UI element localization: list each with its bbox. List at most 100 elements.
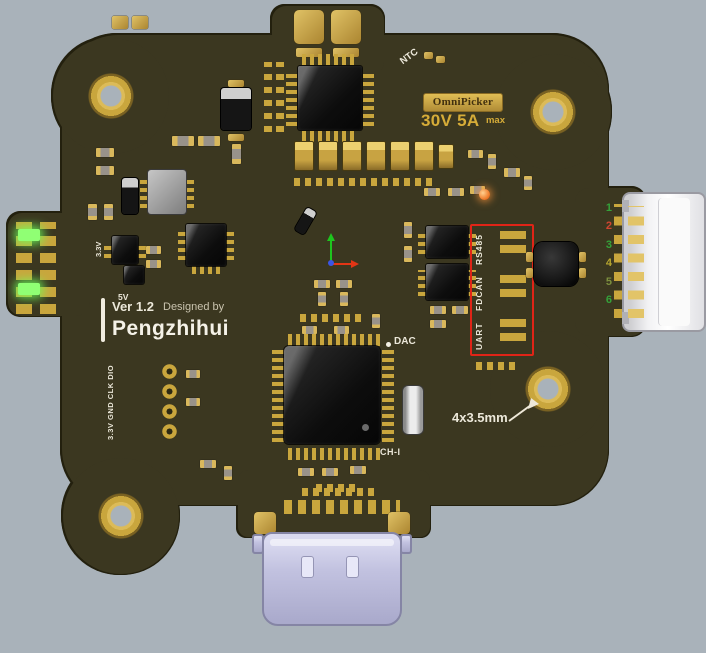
resistor [504, 168, 520, 177]
debug-pad-3v3 [162, 364, 177, 379]
rs485-pads [500, 231, 526, 253]
status-led-green-2 [18, 283, 40, 295]
rating-max-label: max [485, 115, 505, 126]
resistor [232, 144, 241, 164]
omnipicker-badge: OmniPicker [423, 93, 503, 112]
mcu-pins-right [382, 350, 394, 442]
mount-hole-top-left [87, 72, 135, 120]
resistor [322, 468, 338, 476]
inductor-pad [579, 268, 586, 278]
version-label: Ver 1.2 [112, 299, 154, 314]
transceiver2-pins-right [468, 270, 476, 296]
pin-number-3: 3 [605, 239, 612, 251]
tantalum-cap-5 [390, 141, 410, 171]
resistor [314, 280, 330, 288]
regulator-pins-right [186, 176, 194, 208]
pin-number-1: 1 [605, 202, 612, 214]
resistor [88, 204, 97, 220]
transceiver2-pins-left [418, 270, 426, 296]
usb-shell-highlight [270, 539, 394, 546]
inductor-pad [526, 268, 533, 278]
debug-pad-dio [162, 424, 177, 439]
usb-pad-row-upper [302, 488, 374, 496]
jst-connector-pins [628, 206, 644, 318]
power-pad-top-2 [331, 10, 361, 44]
debug-pad-clk [162, 404, 177, 419]
axis-arrow-up [330, 240, 332, 262]
tantalum-cap-3 [342, 141, 362, 171]
bulk-cap-pad-top [228, 80, 244, 87]
jst-connector-notch-top [622, 200, 629, 212]
usb-inner-slot-left [301, 556, 314, 578]
tantalum-cap-2 [318, 141, 338, 171]
tantalum-cap-7 [438, 144, 454, 169]
status-led-green-1 [18, 229, 40, 241]
resistor [430, 320, 446, 328]
usb-inner-slot-right [346, 556, 359, 578]
resistor [470, 186, 485, 194]
bulk-cap-pad-bottom [228, 134, 244, 141]
ntc-pad-a [424, 52, 433, 59]
jst-connector-channel [658, 198, 690, 326]
resistor [224, 466, 232, 480]
tantalum-cap-6 [414, 141, 434, 171]
transceiver1-pins-right [468, 230, 476, 254]
pin-number-2: 2 [605, 220, 612, 232]
resistor [200, 460, 216, 468]
transceiver1-chip [426, 226, 468, 258]
rs485-label: RS485 [474, 234, 484, 266]
pad-under-top-1 [296, 48, 322, 57]
resistor [372, 314, 380, 328]
mcu-pins-bottom [288, 448, 380, 460]
resistor [298, 468, 314, 476]
resistor [448, 188, 464, 196]
fdcan-label: FDCAN [474, 276, 484, 312]
rail-5v-label: 5V [118, 292, 129, 302]
mcu-pin1-dot [362, 424, 369, 431]
qfn-pins-left [178, 230, 186, 260]
pin-number-6: 6 [605, 294, 612, 306]
resistor [198, 136, 220, 146]
ch1-label: CH-I [380, 447, 401, 457]
left-tab-pad-column-2 [40, 222, 56, 314]
resistor [350, 466, 366, 474]
interface-highlight-box [470, 224, 534, 356]
corner-pad-b [132, 16, 148, 29]
author-label: Pengzhihui [112, 317, 229, 340]
resistor [96, 148, 114, 157]
mount-hole-bottom-left [97, 492, 145, 540]
resistor [424, 188, 440, 196]
pad-column-b [276, 62, 284, 132]
pin-number-5: 5 [605, 276, 612, 288]
ldo-pins-right [138, 242, 146, 258]
debug-header-label: 3.3V GND CLK DIO [106, 364, 115, 440]
resistor [404, 222, 412, 238]
power-inductor [534, 242, 578, 286]
gate-driver-pins-bottom [302, 131, 358, 142]
resistor [340, 292, 348, 306]
rating-label-group: 30V 5A max [421, 111, 505, 131]
regulator-pins-left [140, 176, 148, 208]
pad-row-below-box [476, 362, 518, 370]
axis-arrow-right-head [351, 260, 359, 268]
usb-c-connector [262, 532, 402, 626]
qfn-pins-right [226, 230, 234, 260]
pad-row-under-caps [294, 178, 436, 186]
version-bar [101, 298, 105, 342]
transceiver2-chip [426, 264, 468, 300]
power-module [148, 170, 186, 214]
pin-number-4: 4 [605, 257, 612, 269]
resistor [96, 166, 114, 175]
axis-arrow-up-head [327, 233, 335, 241]
axis-arrow-right [333, 263, 353, 265]
power-led-orange [479, 189, 490, 200]
usb-anchor-right [388, 512, 410, 534]
resistor [488, 154, 496, 169]
resistor [452, 306, 468, 314]
resistor [172, 136, 194, 146]
power-pad-top-1 [294, 10, 324, 44]
usb-pad-row [284, 500, 400, 514]
designed-by-label: Designed by [163, 301, 225, 313]
dac-label: DAC [394, 336, 416, 347]
